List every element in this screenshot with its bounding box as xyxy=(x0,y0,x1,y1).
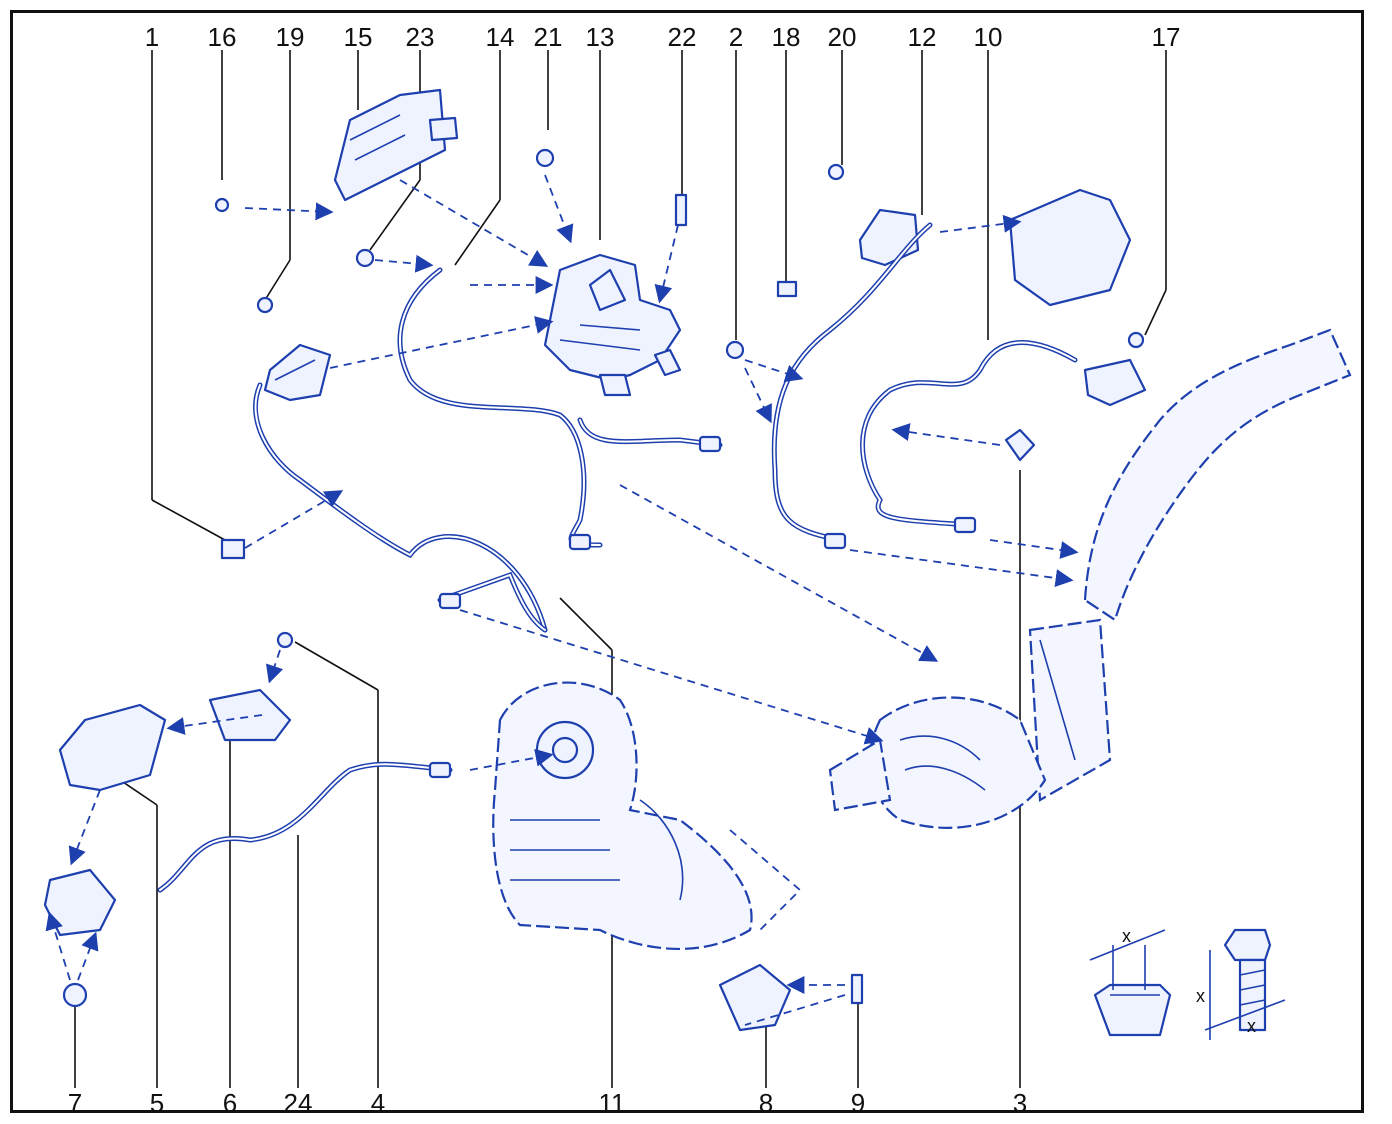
dimension-x-nut: x xyxy=(1122,926,1131,946)
callout-23: 23 xyxy=(405,22,435,52)
callout-12: 12 xyxy=(907,22,937,52)
mounting-bracket xyxy=(543,253,682,397)
callout-7: 7 xyxy=(67,1088,83,1118)
turbo-catalyst-assembly xyxy=(492,681,802,951)
callout-9: 9 xyxy=(850,1088,866,1118)
callout-24: 24 xyxy=(283,1088,313,1118)
callout-5: 5 xyxy=(149,1088,165,1118)
callout-20: 20 xyxy=(827,22,857,52)
dimension-x-bolt-thread: x xyxy=(1247,1016,1256,1036)
callout-17: 17 xyxy=(1151,22,1181,52)
callout-8: 8 xyxy=(758,1088,774,1118)
callout-19: 19 xyxy=(275,22,305,52)
control-unit-box xyxy=(333,88,459,202)
callout-22: 22 xyxy=(667,22,697,52)
leader-lines-top xyxy=(151,50,1167,541)
diagram-frame xyxy=(10,10,1364,1113)
callout-1: 1 xyxy=(144,22,160,52)
exhaust-pipe-assembly xyxy=(828,328,1352,829)
callout-4: 4 xyxy=(370,1088,386,1118)
callout-13: 13 xyxy=(585,22,615,52)
dimension-symbols xyxy=(1089,928,1286,1040)
callout-3: 3 xyxy=(1012,1088,1028,1118)
fasteners xyxy=(62,148,1145,1008)
callout-18: 18 xyxy=(771,22,801,52)
callout-2: 2 xyxy=(728,22,744,52)
assembly-arrows xyxy=(45,174,1079,1026)
callout-11: 11 xyxy=(598,1088,626,1118)
nox-sensor-module-left xyxy=(263,343,332,402)
dimension-x-bolt-length: x xyxy=(1196,986,1205,1006)
callout-14: 14 xyxy=(485,22,515,52)
sensor-connector-17 xyxy=(1083,358,1147,407)
callout-10: 10 xyxy=(973,22,1003,52)
sensor-tips xyxy=(428,435,977,779)
callout-6: 6 xyxy=(222,1088,238,1118)
nox-sensor-module-right xyxy=(858,188,1132,307)
callout-16: 16 xyxy=(207,22,237,52)
callout-21: 21 xyxy=(533,22,563,52)
callout-15: 15 xyxy=(343,22,373,52)
